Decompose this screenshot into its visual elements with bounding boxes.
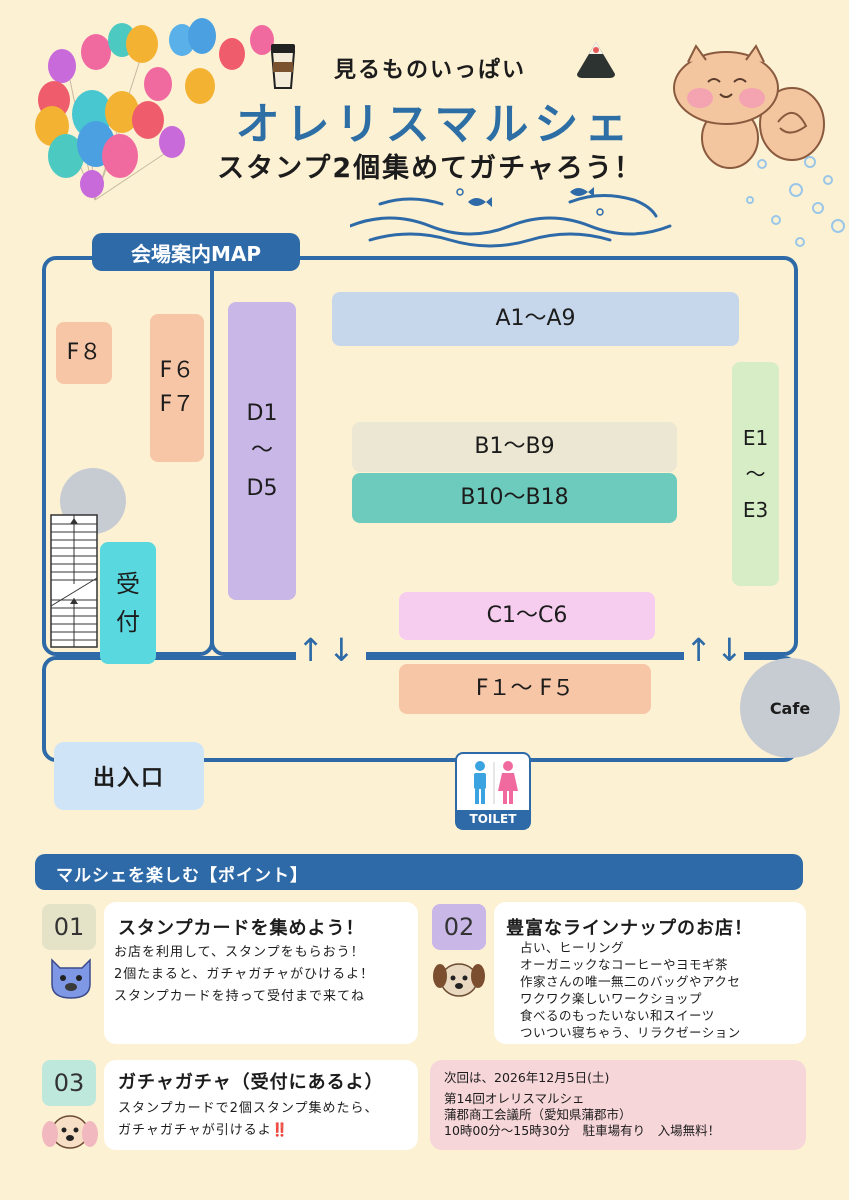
point-2-line-4: ワクワク楽しいワークショップ [520,991,703,1006]
point-text-2: 占い、ヒーリング オーガニックなコーヒーやヨモギ茶 作家さんの唯一無二のバッグや… [520,939,741,1041]
balloons-illustration [35,18,274,201]
booth-d1-label: D1 [246,400,278,426]
main-hall-wall [210,256,798,656]
point-1-line-1: お店を利用して、スタンプをもらおう！ [114,945,365,960]
next-event-date: 次回は、2026年12月5日(土) [444,1070,610,1085]
point-text-3: スタンプカードで2個スタンプ集めたら、 ガチャガチャが引けるよ‼️ [118,1098,379,1142]
point-2-line-1: 占い、ヒーリング [520,940,625,955]
door-gap-2 [684,650,744,662]
booth-d-tilde: ～ [250,438,273,464]
entrance: 出入口 [54,742,204,810]
cafe-area: Cafe [740,658,840,758]
bulldog-icon [51,958,91,999]
subtitle-text: 見るものいっぱい [333,58,526,83]
booth-f1-f5: F１～ F５ [399,664,651,714]
restroom-icon [474,761,518,804]
stairs-icon [50,514,98,648]
points-header-bar [35,854,803,890]
coffee-cup-icon [270,44,296,89]
booth-c1-c6: C1～C6 [399,592,655,640]
reception-desk: 受 付 [100,542,156,664]
next-event-name: 第14回オレリスマルシェ [444,1091,585,1106]
point-card-1 [104,902,418,1044]
toilet-sign: TOILET [455,752,531,830]
point-3-line-2: ガチャガチャが引けるよ‼️ [118,1123,289,1138]
point-title-2: 豊富なラインナップのお店！ [506,918,753,939]
booth-e1-e3: E1 ～ E3 [732,362,779,586]
next-event-card [430,1060,806,1150]
map-tab: 会場案内MAP [92,233,300,271]
next-event-time: 10時00分～15時30分 駐車場有り 入場無料！ [444,1123,721,1138]
booth-f8: F８ [56,322,112,384]
toilet-label: TOILET [457,810,529,828]
booth-e1-label: E1 [742,426,769,450]
point-text-1: お店を利用して、スタンプをもらおう！ 2個たまると、ガチャガチャがひけるよ！ ス… [114,942,374,1008]
door-arrows-1: ↑↓ [297,631,359,669]
point-card-2 [494,902,806,1044]
point-1-line-3: スタンプカードを持って受付まで来てね [114,989,365,1004]
point-number-2: 02 [432,904,486,950]
point-number-1: 01 [42,904,96,950]
booth-f7-label: F７ [159,392,195,417]
next-event-venue: 蒲郡商工会議所（愛知県蒲郡市） [444,1107,632,1122]
next-event-info: 次回は、2026年12月5日(土) 第14回オレリスマルシェ 蒲郡商工会議所（愛… [444,1070,720,1139]
door-gap-1 [296,650,366,662]
tagline-text: スタンプ2個集めてガチャろう！ [217,153,643,184]
point-card-3 [104,1060,418,1150]
wave-decoration [350,187,672,248]
puppy-icon [433,963,485,997]
bubbles-decoration [746,156,845,247]
booth-e-tilde: ～ [745,462,766,486]
door-arrows-2: ↑↓ [685,631,747,669]
booth-b10-b18: B10～B18 [352,473,677,523]
points-heading: マルシェを楽しむ【ポイント】 [56,866,308,886]
point-2-line-6: ついつい寝ちゃう、リラクゼーション [520,1025,741,1040]
dog-face-icon [42,1115,98,1149]
page-title: オレリスマルシェ [235,99,635,150]
booth-e3-label: E3 [742,498,769,522]
booth-d1-d5: D1 ～ D5 [228,302,296,600]
point-2-line-3: 作家さんの唯一無二のバッグやアクセ [520,974,741,989]
booth-b1-b9: B1～B9 [352,422,677,472]
point-1-line-2: 2個たまると、ガチャガチャがひけるよ！ [114,967,375,982]
reception-label-1: 受 [116,569,140,598]
reception-label-2: 付 [116,608,140,636]
booth-d5-label: D5 [246,475,278,501]
point-2-line-2: オーガニックなコーヒーやヨモギ茶 [520,957,729,972]
point-title-3: ガチャガチャ（受付にあるよ） [118,1072,384,1093]
point-number-3: 03 [42,1060,96,1106]
point-3-line-1: スタンプカードで2個スタンプ集めたら、 [118,1101,379,1116]
booth-f6-label: F６ [159,357,195,383]
onigiri-icon [577,42,615,78]
booth-f6-f7: F６ F７ [150,314,204,462]
point-2-line-5: 食べるのもったいない和スイーツ [520,1008,715,1023]
point-title-1: スタンプカードを集めよう！ [118,918,365,939]
booth-a1-a9: A1～A9 [332,292,739,346]
squirrel-illustration [673,44,825,169]
